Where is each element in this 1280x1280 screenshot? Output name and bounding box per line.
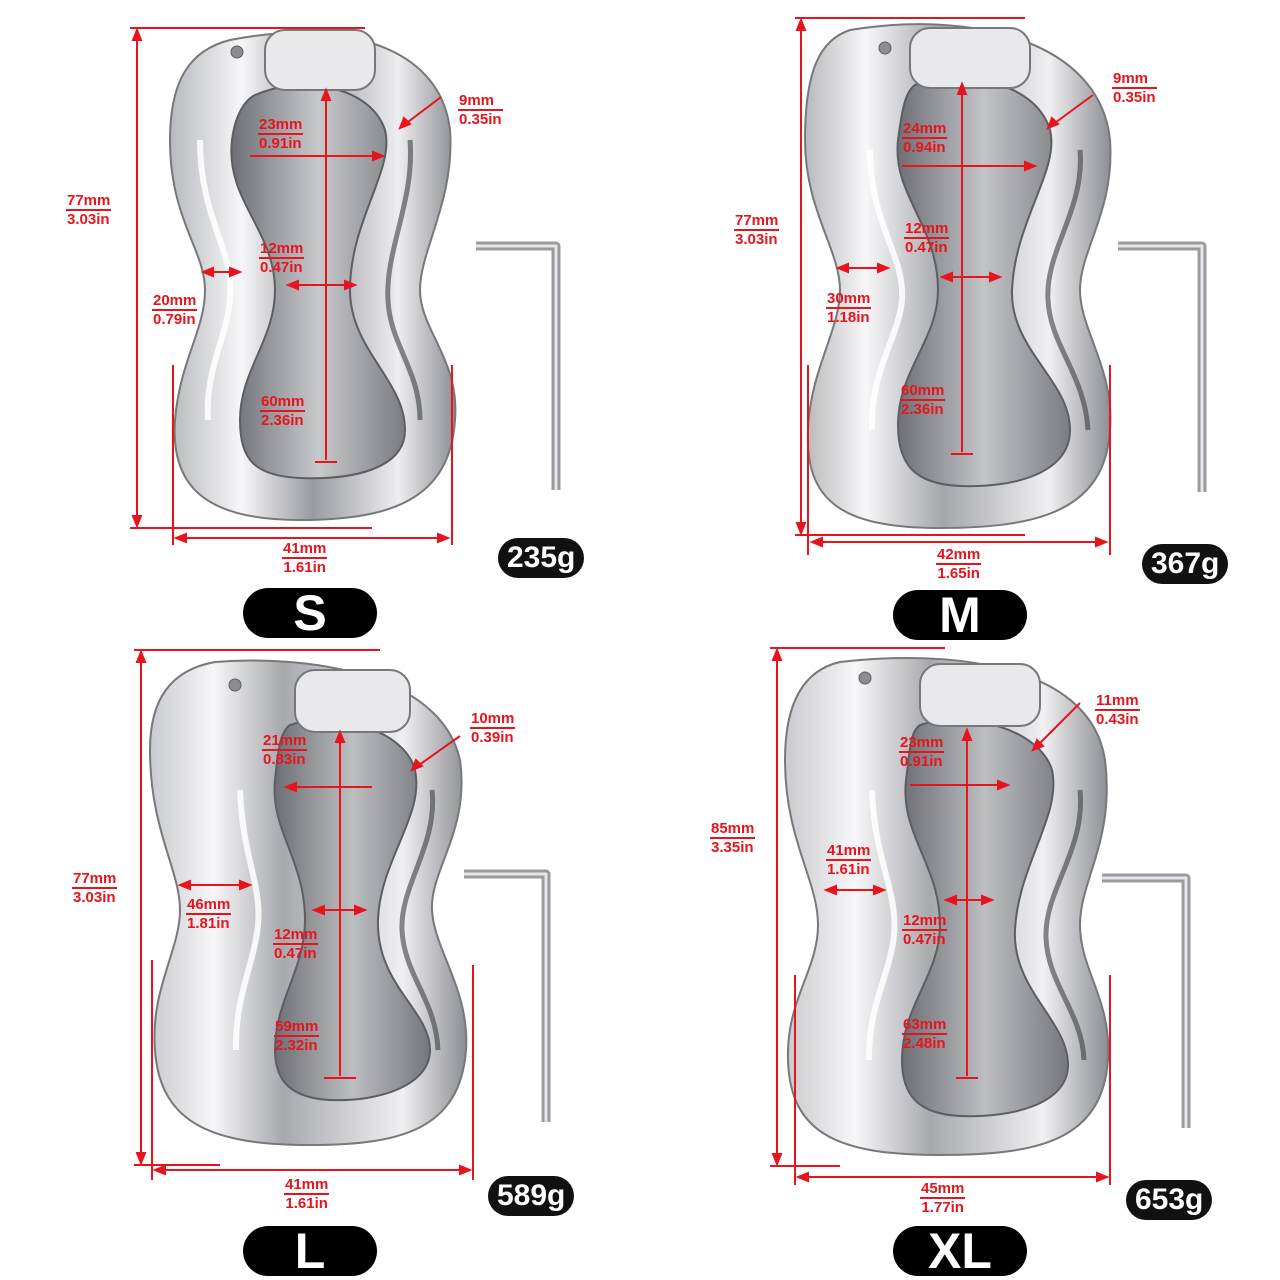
ring-illustration: [130, 27, 561, 545]
ring-illustration: [770, 647, 1191, 1185]
ring-highlight: [867, 149, 906, 431]
ring-clasp: [909, 27, 1031, 89]
hex-key: [1118, 241, 1207, 492]
ring-highlight: [232, 789, 262, 1051]
hex-key: [464, 869, 551, 1122]
weight-badge: 235g: [498, 538, 585, 578]
hex-key: [476, 241, 561, 490]
size-badge: M: [893, 590, 1027, 640]
weight-badge: 589g: [488, 1176, 575, 1216]
dimension-lines: [134, 649, 474, 1180]
dimension-lines: [770, 647, 1111, 1185]
dimension-lines: [795, 17, 1111, 555]
ring-inner: [230, 84, 407, 480]
hex-key: [1102, 873, 1191, 1128]
weight-badge: 367g: [1142, 544, 1229, 584]
ring-inner: [896, 77, 1072, 488]
ring-illustration: [795, 17, 1207, 555]
ring-clasp: [919, 663, 1041, 727]
ring-highlight: [865, 789, 898, 1061]
ring-illustration: [134, 649, 551, 1180]
weight-badge: 653g: [1126, 1180, 1213, 1220]
ring-clasp: [264, 29, 376, 91]
ring-inner: [900, 719, 1070, 1118]
ring-clasp: [294, 669, 411, 733]
size-badge: L: [243, 1226, 377, 1276]
dimension-lines: [130, 27, 453, 545]
size-badge: XL: [893, 1226, 1027, 1276]
ring-highlight: [197, 139, 234, 421]
size-badge: S: [243, 588, 377, 638]
